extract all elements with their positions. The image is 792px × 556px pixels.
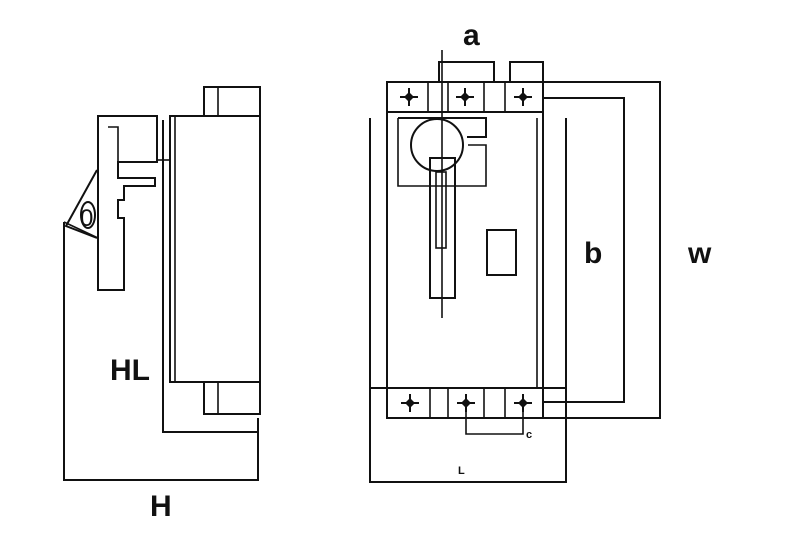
handle-guard-edge xyxy=(63,221,99,239)
label-l: L xyxy=(458,465,465,477)
dimension-line-h xyxy=(63,222,259,481)
handle-guard xyxy=(64,169,98,239)
breaker-body-front xyxy=(386,81,544,419)
top-terminal-screw-icon xyxy=(514,88,532,106)
front-view xyxy=(369,50,661,483)
label-a: a xyxy=(463,19,480,52)
bottom-terminal-screw-icon xyxy=(457,394,475,412)
handle-inner xyxy=(108,126,119,162)
top-tab-right xyxy=(509,61,544,83)
bottom-terminal-screw-icon xyxy=(514,394,532,412)
handle-recess xyxy=(397,118,487,187)
top-terminal-screw-icon xyxy=(400,88,418,106)
terminal-screws xyxy=(400,88,532,412)
handle-zero-ring xyxy=(80,201,96,229)
dimension-line-w xyxy=(543,81,661,419)
dimension-line-c xyxy=(465,406,524,435)
dimension-line-l xyxy=(369,118,567,483)
top-terminal-side xyxy=(203,86,261,117)
top-terminal-screw-icon xyxy=(456,88,474,106)
handle-pivot-circle xyxy=(410,118,464,172)
label-handle-zero: 0 xyxy=(80,205,93,232)
bottom-terminal-screw-icon xyxy=(401,394,419,412)
breaker-body-side xyxy=(169,115,261,383)
label-b: b xyxy=(584,237,602,270)
bottom-terminal-side xyxy=(203,381,261,415)
handle-mechanism xyxy=(97,115,158,291)
nameplate-window xyxy=(486,229,517,276)
label-h: H xyxy=(150,490,172,523)
top-tab-a xyxy=(438,61,495,83)
side-view xyxy=(63,86,261,481)
dimension-line-hl xyxy=(162,120,259,433)
dimension-line-b xyxy=(543,97,625,403)
label-hl: HL xyxy=(110,354,150,387)
label-c: c xyxy=(526,429,532,441)
handle-lever-slot xyxy=(435,171,447,249)
label-w: w xyxy=(687,237,712,270)
